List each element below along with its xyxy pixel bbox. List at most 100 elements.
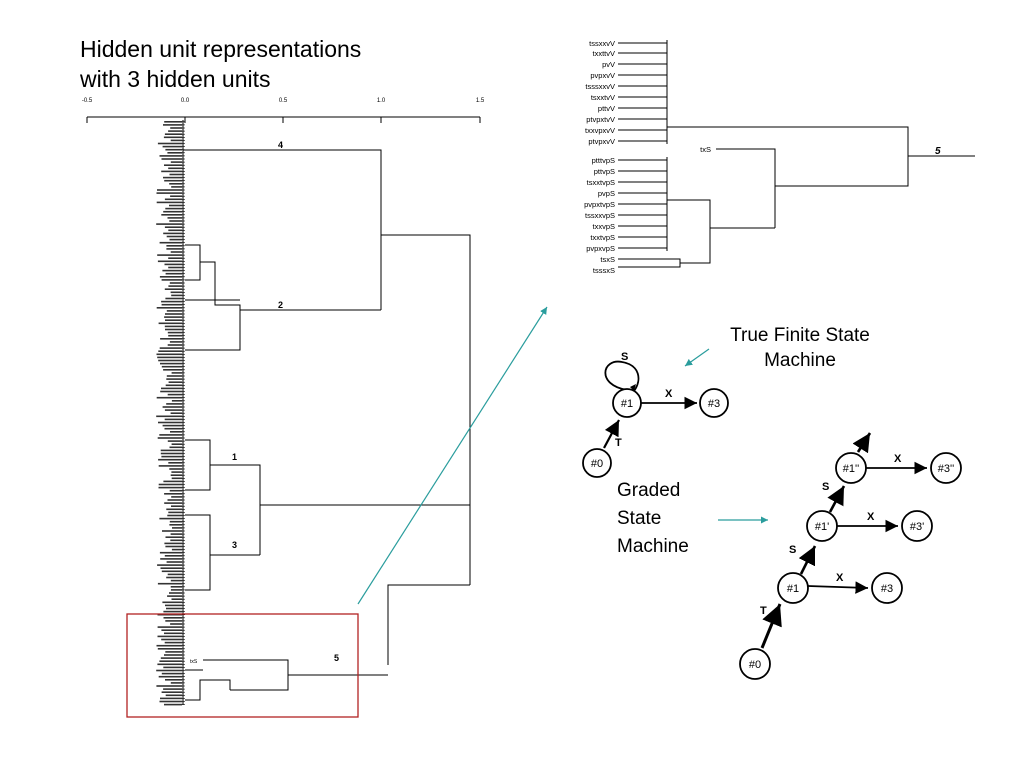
leaf-label-mark [171,477,182,480]
slide-title: Hidden unit representations with 3 hidde… [80,34,361,94]
leaf-label-mark [169,341,182,343]
leaf-label-mark [169,220,182,222]
leaf-label-mark [171,505,182,507]
leaf-label-mark [158,359,182,362]
leaf-label-mark [159,241,182,244]
leaf-label-mark [167,393,182,396]
edge-s1 [798,545,817,575]
leaf-label-mark [170,474,182,476]
leaf-label-mark [157,648,182,650]
zoom-leaf-label: tsxxtvpS [587,178,615,187]
leaf-label-mark [161,638,182,641]
leaf-label-mark [162,601,182,604]
state-node-label: #1 [621,398,633,410]
zoom-leaf-label: tsssxxvV [585,82,615,91]
leaf-label-mark [163,176,182,179]
leaf-label-mark [164,418,182,421]
cluster-label-5: 5 [334,653,339,663]
leaf-label-mark [163,480,182,483]
leaf-label-mark [157,613,182,616]
leaf-label-mark [164,226,182,228]
leaf-label-mark [168,511,182,514]
zoom-leaf-label: tssxxvpS [585,211,615,220]
leaf-label-mark [165,313,182,315]
leaf-label-mark [161,387,182,390]
leaf-label-mark [170,412,182,414]
leaf-label-mark [161,214,182,216]
edge-up [852,432,872,454]
zoom-leaf-label: pvV [602,60,615,69]
leaf-label-mark [162,406,182,408]
annotation-line: Machine [764,350,836,371]
axis-tick-label: 1.0 [377,98,386,104]
leaf-label-mark [169,238,182,241]
leaf-label-mark [164,288,182,290]
leaf-label-mark [159,517,182,520]
leaf-label-mark [165,148,182,151]
leaf-label-mark [170,195,182,197]
leaf-label-mark [170,431,182,433]
leaf-label-mark [166,235,182,238]
leaf-label-mark [164,493,182,495]
dendrogram-axis [86,116,481,123]
leaf-label-mark [163,210,182,213]
state-node [777,572,809,604]
leaf-label-mark [162,269,182,272]
state-node-label: #3 [708,398,720,410]
leaf-label-mark [164,263,182,266]
leaf-label-mark [164,316,182,318]
true-fsm: S X T #1 #3 #0 [582,351,729,478]
edge-label: X [894,453,902,465]
graded-fsm: T S S X X X #0 #1 #1' #1'' #3 #3' #3'' [739,432,962,680]
axis-tick-label: 0.5 [279,98,288,104]
leaf-label-mark [170,139,182,142]
leaf-label-mark [169,183,182,185]
dendrogram-branches [182,120,471,705]
leaf-label-mark [171,548,182,551]
true-fsm-annotation: True Finite State Machine [700,323,900,373]
edge-s2 [827,485,846,513]
leaf-label-mark [167,217,182,219]
leaf-label-mark [163,369,182,371]
leaf-label-mark [165,545,182,548]
edge-label: X [665,388,673,400]
leaf-label-mark [171,294,182,297]
leaf-label-mark [166,375,182,377]
leaf-label-mark [159,276,182,278]
state-node [612,388,642,418]
leaf-label-mark [161,279,182,281]
leaf-label-mark [159,347,182,349]
edge-label: S [789,544,796,556]
leaf-label-mark [163,617,182,619]
leaf-label-mark [166,378,182,380]
leaf-label-mark [156,685,182,687]
leaf-label-mark [170,251,182,253]
leaf-label-mark [167,344,182,346]
zoom-leaf-label: pvpS [598,189,615,198]
state-node [582,448,612,478]
leaf-label-mark [168,266,182,269]
leaf-label-mark [156,353,182,356]
leaf-label-mark [161,455,182,458]
state-node [739,648,771,680]
leaf-label-mark [156,644,182,647]
leaf-label-mark [165,272,182,275]
leaf-label-mark [170,161,182,163]
true-fsm-arrow [684,348,710,367]
state-node-label: #3 [881,583,893,595]
zoom-leaf-label: tsssxS [593,266,615,275]
zoom-leaf-label: txxvpxvV [585,126,615,135]
leaf-label-mark [171,186,182,188]
leaf-label-mark [156,396,182,399]
leaf-label-mark [161,158,182,160]
leaf-label-mark [158,421,182,424]
state-node-label: #1'' [843,463,859,475]
state-node [806,510,838,542]
leaf-label-mark [164,198,182,201]
state-node-label: #1' [815,521,829,533]
leaf-label-mark [158,350,182,352]
leaf-label-mark [156,192,182,194]
cluster-label-2: 2 [278,300,283,310]
leaf-label-mark [158,465,182,467]
zoom-leaf-label: tssxxvV [589,39,615,48]
